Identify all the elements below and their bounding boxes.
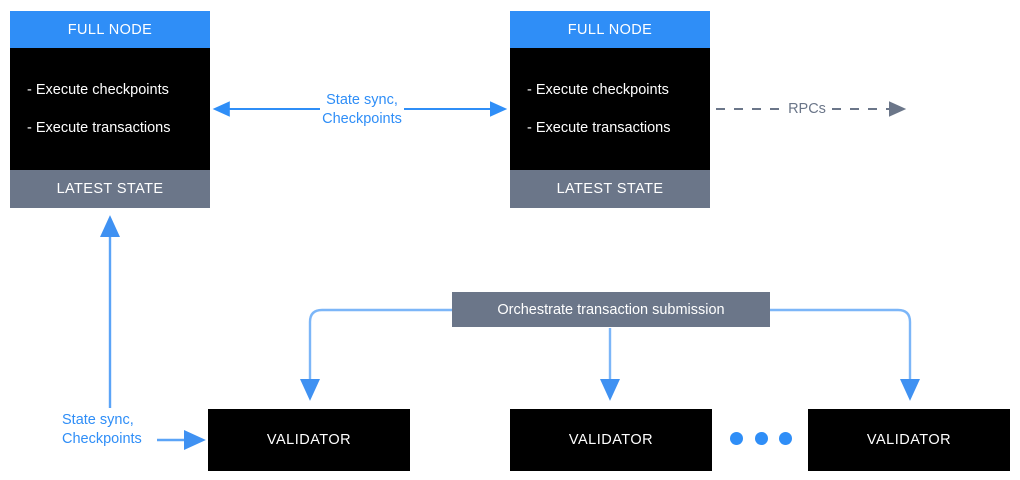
label-state-sync-line-1: State sync, bbox=[326, 92, 398, 108]
full-node-2-bullet-2: - Execute transactions bbox=[527, 120, 671, 136]
full-node-2-header: FULL NODE bbox=[510, 11, 710, 48]
validator-2-label: VALIDATOR bbox=[568, 432, 654, 448]
ellipsis-dot-2 bbox=[754, 431, 768, 445]
validator-box-2[interactable]: VALIDATOR bbox=[510, 409, 712, 471]
ellipsis-dot-3 bbox=[779, 431, 792, 445]
validator-box-3[interactable]: VALIDATOR bbox=[808, 409, 1010, 471]
full-node-2-latest-state: LATEST STATE bbox=[510, 170, 710, 208]
ellipsis-dot-1 bbox=[730, 431, 743, 445]
label-rpcs: RPCs bbox=[788, 101, 826, 117]
validator-1-label: VALIDATOR bbox=[266, 432, 352, 448]
label-state-sync-between-fullnodes: State sync, Checkpoints bbox=[305, 91, 419, 129]
label-state-sync-validator-line-1: State sync, bbox=[62, 412, 134, 428]
full-node-1-latest-state: LATEST STATE bbox=[10, 170, 210, 208]
validator-box-1[interactable]: VALIDATOR bbox=[208, 409, 410, 471]
label-state-sync-validator-line-2: Checkpoints bbox=[62, 431, 142, 447]
edge-orchestrate-to-validator-3 bbox=[770, 308, 921, 401]
label-state-sync-validator: State sync, Checkpoints bbox=[62, 411, 182, 449]
validator-3-label: VALIDATOR bbox=[866, 432, 952, 448]
full-node-1-bullet-1: - Execute checkpoints bbox=[27, 82, 169, 98]
label-state-sync-line-2: Checkpoints bbox=[322, 111, 402, 127]
full-node-2-body: - Execute checkpoints - Execute transact… bbox=[510, 48, 710, 170]
full-node-1-header: FULL NODE bbox=[10, 11, 210, 48]
full-node-card-2[interactable]: FULL NODE - Execute checkpoints - Execut… bbox=[510, 11, 710, 208]
full-node-2-bullet-1: - Execute checkpoints bbox=[527, 82, 669, 98]
full-node-1-bullet-2: - Execute transactions bbox=[27, 120, 171, 136]
full-node-1-body: - Execute checkpoints - Execute transact… bbox=[10, 48, 210, 170]
orchestrate-label: Orchestrate transaction submission bbox=[497, 301, 725, 318]
validators-ellipsis bbox=[730, 431, 792, 445]
edge-orchestrate-to-validator-1 bbox=[299, 308, 452, 401]
orchestrate-transaction-submission-box[interactable]: Orchestrate transaction submission bbox=[452, 292, 770, 327]
full-node-card-1[interactable]: FULL NODE - Execute checkpoints - Execut… bbox=[10, 11, 210, 208]
